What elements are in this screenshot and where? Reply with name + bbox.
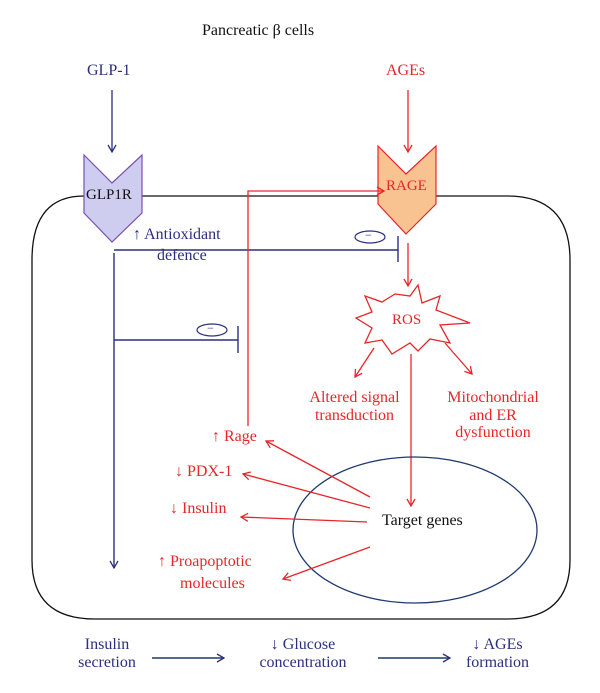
inhibit-rage-badge xyxy=(196,323,228,337)
mitochondrial-line3: dysfunction xyxy=(455,424,531,442)
ros-to-altered-arrow xyxy=(354,347,375,379)
altered-signal-line2: transduction xyxy=(314,406,395,424)
glp1r-label: GLP1R xyxy=(86,187,132,203)
genes-to-insulin-arrow xyxy=(239,512,368,523)
rage-up-label: ↑ Rage xyxy=(212,428,257,445)
antioxidant-label-2: defence xyxy=(157,247,207,264)
mitochondrial-line2: and ER xyxy=(469,406,517,424)
target-genes-label: Target genes xyxy=(382,512,463,529)
glucose-line2: concentration xyxy=(259,653,347,671)
mitochondrial-line1: Mitochondrial xyxy=(447,389,539,406)
inhibit-ros-badge xyxy=(354,230,386,244)
glp1r-receptor xyxy=(83,153,143,243)
glp1-label: GLP-1 xyxy=(87,62,131,79)
ros-to-mito-arrow xyxy=(444,342,473,375)
rage-feedback-line xyxy=(247,186,386,426)
ages-formation-line2: formation xyxy=(465,653,530,671)
nucleus xyxy=(292,456,538,604)
genes-to-rage-arrow xyxy=(264,440,371,498)
insulin-secretion-line1: Insulin xyxy=(84,636,130,653)
altered-signal-label: Altered signal transduction xyxy=(292,389,417,424)
pdx1-down-label: ↓ PDX-1 xyxy=(175,463,233,480)
cell-membrane xyxy=(31,195,571,620)
ages-formation-line1: ↓ AGEs xyxy=(472,636,523,653)
inhibit-rage-symbol: − xyxy=(207,321,214,335)
glucose-line1: ↓ Glucose xyxy=(270,636,336,653)
genes-to-pdx1-arrow xyxy=(241,471,371,509)
rage-receptor xyxy=(377,144,437,235)
genes-to-proapoptotic-arrow xyxy=(281,546,371,581)
ages-formation-label: ↓ AGEs formation xyxy=(455,636,540,671)
diagram-title: Pancreatic β cells xyxy=(202,22,315,39)
insulin-down-label: ↓ Insulin xyxy=(170,500,227,517)
proapoptotic-label-2: molecules xyxy=(180,575,245,592)
mitochondrial-label: Mitochondrial and ER dysfunction xyxy=(433,389,553,442)
inhibit-ros-symbol: − xyxy=(365,228,372,242)
ros-label: ROS xyxy=(392,312,422,328)
antioxidant-label: ↑ Antioxidant xyxy=(133,226,221,243)
glucose-concentration-label: ↓ Glucose concentration xyxy=(240,636,366,671)
rage-label: RAGE xyxy=(386,178,427,194)
ros-starburst xyxy=(354,283,471,355)
altered-signal-line1: Altered signal xyxy=(309,389,400,406)
insulin-secretion-line2: secretion xyxy=(78,653,136,671)
proapoptotic-label: ↑ Proapoptotic xyxy=(158,553,252,570)
ages-label: AGEs xyxy=(386,62,426,79)
insulin-secretion-label: Insulin secretion xyxy=(62,636,152,671)
